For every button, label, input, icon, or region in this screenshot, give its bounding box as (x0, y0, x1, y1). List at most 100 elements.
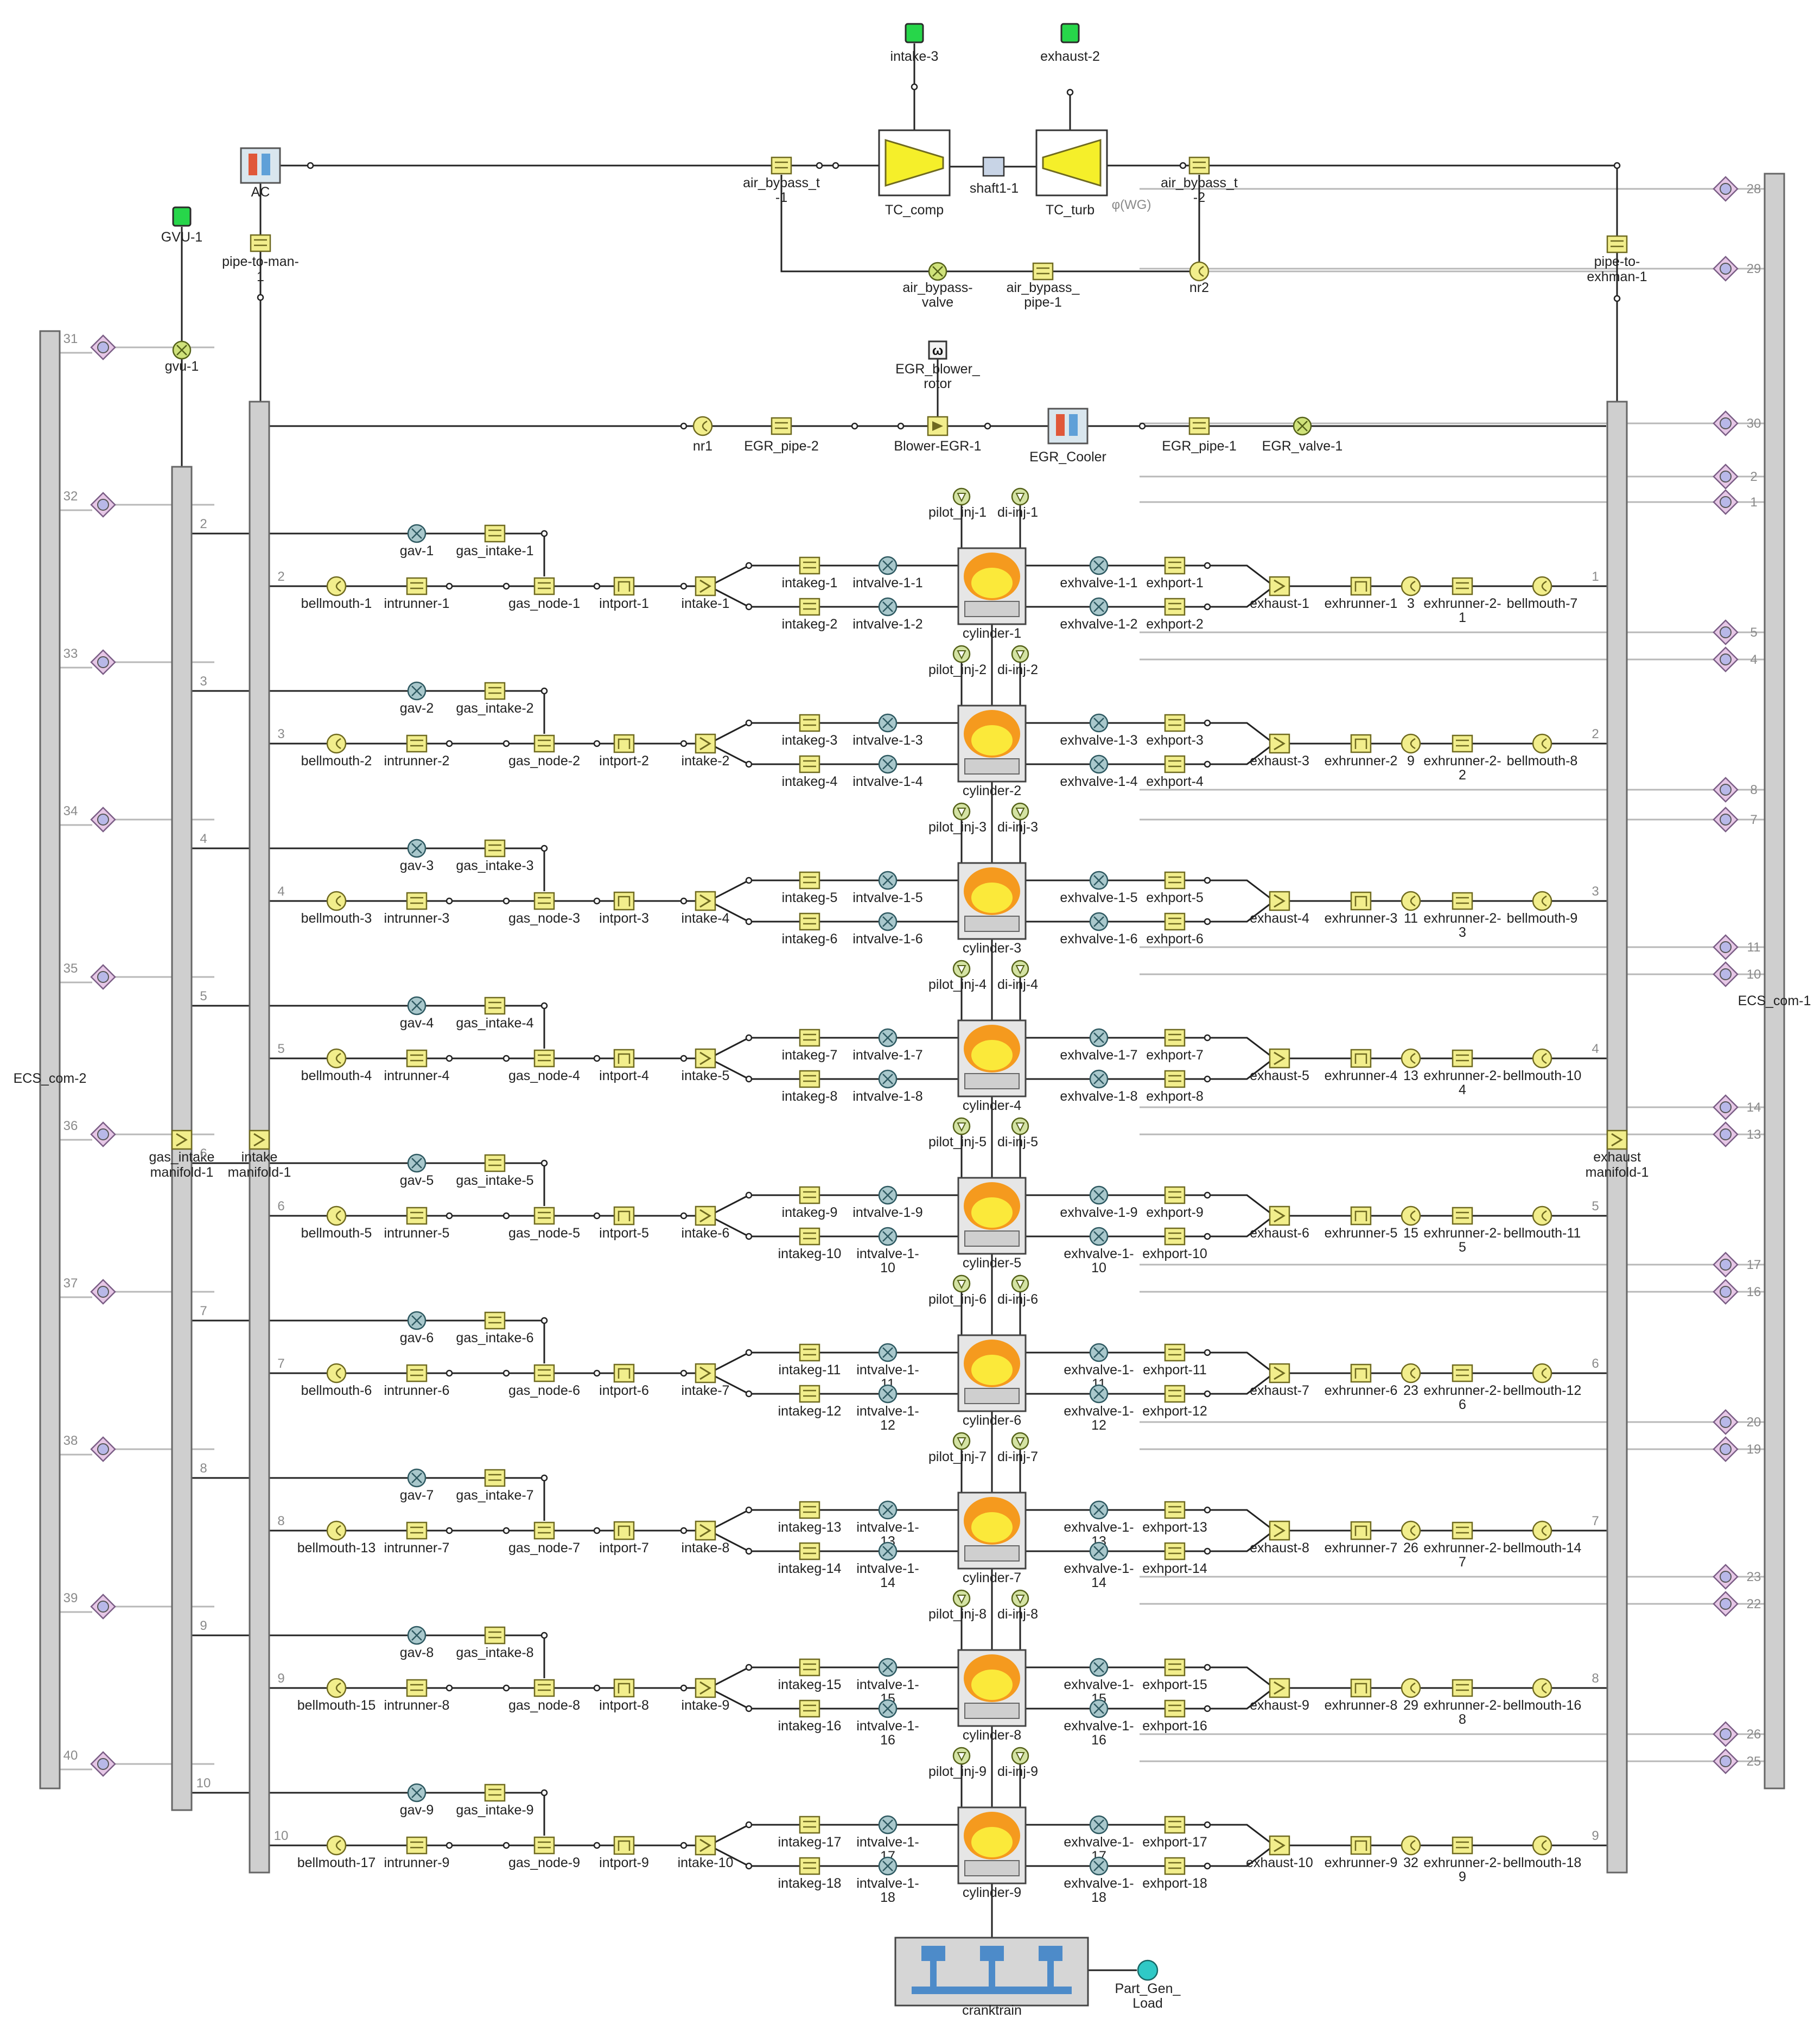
exhvalve-b-6[interactable] (1089, 1384, 1109, 1404)
ecs-right-signal[interactable] (1713, 256, 1739, 282)
exhvalve-a-9[interactable] (1089, 1815, 1109, 1835)
intport-9[interactable] (613, 1836, 635, 1855)
pilot-injector-5[interactable] (952, 1117, 971, 1135)
exhport-b-6[interactable] (1164, 1385, 1186, 1403)
di-injector-3[interactable] (1011, 802, 1029, 821)
node-9[interactable] (1401, 1835, 1421, 1856)
ecs-right-signal[interactable] (1713, 1409, 1739, 1435)
gas-node-8[interactable] (533, 1679, 555, 1697)
shaft-1-1[interactable] (982, 156, 1005, 177)
exhvalve-a-1[interactable] (1089, 556, 1109, 575)
intakeg-a-1[interactable] (799, 556, 820, 575)
intvalve-a-3[interactable] (878, 871, 898, 890)
exhaust-merge-5[interactable] (1269, 1205, 1290, 1226)
gas-node-2[interactable] (533, 734, 555, 753)
bellmouth-out-8[interactable] (1532, 1678, 1552, 1698)
gas-intake-2[interactable] (484, 682, 506, 700)
gav-9[interactable] (407, 1783, 427, 1803)
di-injector-6[interactable] (1011, 1274, 1029, 1293)
bellmouth-8[interactable] (326, 1678, 347, 1698)
exhvalve-a-3[interactable] (1089, 871, 1109, 890)
bellmouth-out-3[interactable] (1532, 891, 1552, 911)
intrunner-5[interactable] (406, 1207, 428, 1225)
gas-intake-8[interactable] (484, 1626, 506, 1645)
intvalve-a-2[interactable] (878, 713, 898, 733)
intake-split-4[interactable] (695, 1048, 716, 1069)
ecs-left-signal[interactable] (90, 807, 116, 833)
cylinder-4[interactable] (957, 1019, 1027, 1097)
exhport-b-9[interactable] (1164, 1857, 1186, 1875)
intakeg-b-4[interactable] (799, 1070, 820, 1088)
intrunner-1[interactable] (406, 577, 428, 595)
gas-intake-7[interactable] (484, 1469, 506, 1487)
cylinder-7[interactable] (957, 1492, 1027, 1570)
manifold-marker[interactable] (249, 1129, 270, 1150)
gav-4[interactable] (407, 996, 427, 1016)
di-injector-7[interactable] (1011, 1432, 1029, 1450)
exhrunner-8[interactable] (1350, 1678, 1372, 1698)
exhaust-merge-2[interactable] (1269, 733, 1290, 754)
bellmouth-out-5[interactable] (1532, 1205, 1552, 1226)
exhport-a-6[interactable] (1164, 1343, 1186, 1362)
gav-8[interactable] (407, 1626, 427, 1645)
exhrunner-4[interactable] (1350, 1049, 1372, 1068)
intakeg-b-3[interactable] (799, 912, 820, 931)
intakeg-b-5[interactable] (799, 1227, 820, 1246)
gas-intake-5[interactable] (484, 1154, 506, 1172)
intakeg-a-6[interactable] (799, 1343, 820, 1362)
intvalve-a-6[interactable] (878, 1343, 898, 1362)
egr-blower-rotor[interactable]: ω (928, 340, 947, 360)
gvu-1-valve[interactable] (172, 340, 192, 360)
exhrunner-6[interactable] (1350, 1363, 1372, 1383)
gas-node-5[interactable] (533, 1207, 555, 1225)
di-injector-5[interactable] (1011, 1117, 1029, 1135)
bellmouth-out-7[interactable] (1532, 1520, 1552, 1541)
exhvalve-b-5[interactable] (1089, 1227, 1109, 1246)
intport-6[interactable] (613, 1363, 635, 1383)
intvalve-b-2[interactable] (878, 754, 898, 774)
pipe-to-man-1[interactable] (250, 234, 271, 252)
ecs-right-signal[interactable] (1713, 646, 1739, 672)
gvu-1-environment[interactable] (172, 206, 192, 227)
cylinder-1[interactable] (957, 547, 1027, 625)
intrunner-2[interactable] (406, 734, 428, 753)
gas-intake-9[interactable] (484, 1784, 506, 1802)
air-bypass-t-2[interactable] (1188, 156, 1210, 175)
intrunner-7[interactable] (406, 1521, 428, 1540)
pilot-injector-3[interactable] (952, 802, 971, 821)
exhvalve-b-4[interactable] (1089, 1069, 1109, 1089)
exhport-b-4[interactable] (1164, 1070, 1186, 1088)
intvalve-b-4[interactable] (878, 1069, 898, 1089)
tc-comp-compressor[interactable] (878, 129, 951, 196)
cylinder-9[interactable] (957, 1806, 1027, 1884)
bellmouth-out-2[interactable] (1532, 733, 1552, 754)
ecs-right-signal[interactable] (1713, 1564, 1739, 1590)
intvalve-a-5[interactable] (878, 1185, 898, 1205)
node-5[interactable] (1401, 1205, 1421, 1226)
ecs-left-signal[interactable] (90, 1751, 116, 1777)
air-bypass-t-1[interactable] (771, 156, 792, 175)
exhport-a-5[interactable] (1164, 1186, 1186, 1204)
intrunner-9[interactable] (406, 1836, 428, 1855)
ecs-right-signal[interactable] (1713, 1121, 1739, 1147)
egr-pipe-2[interactable] (771, 417, 792, 435)
intakeg-a-9[interactable] (799, 1816, 820, 1834)
exhrunner-2-1[interactable] (1452, 577, 1473, 595)
intvalve-b-6[interactable] (878, 1384, 898, 1404)
exhport-a-7[interactable] (1164, 1501, 1186, 1519)
exhrunner-2-4[interactable] (1452, 1049, 1473, 1068)
ecs-right-signal[interactable] (1713, 619, 1739, 645)
intport-7[interactable] (613, 1521, 635, 1540)
exhvalve-a-6[interactable] (1089, 1343, 1109, 1362)
gas-node-7[interactable] (533, 1521, 555, 1540)
ecs-right-signal[interactable] (1713, 961, 1739, 987)
node-8[interactable] (1401, 1678, 1421, 1698)
exhrunner-2[interactable] (1350, 734, 1372, 753)
bellmouth-1[interactable] (326, 576, 347, 596)
intvalve-b-9[interactable] (878, 1856, 898, 1876)
exhaust-merge-3[interactable] (1269, 891, 1290, 911)
ecs-right-signal[interactable] (1713, 1279, 1739, 1305)
intakeg-b-1[interactable] (799, 598, 820, 616)
ecs-right-signal[interactable] (1713, 1252, 1739, 1278)
ecs-left-signal[interactable] (90, 964, 116, 990)
